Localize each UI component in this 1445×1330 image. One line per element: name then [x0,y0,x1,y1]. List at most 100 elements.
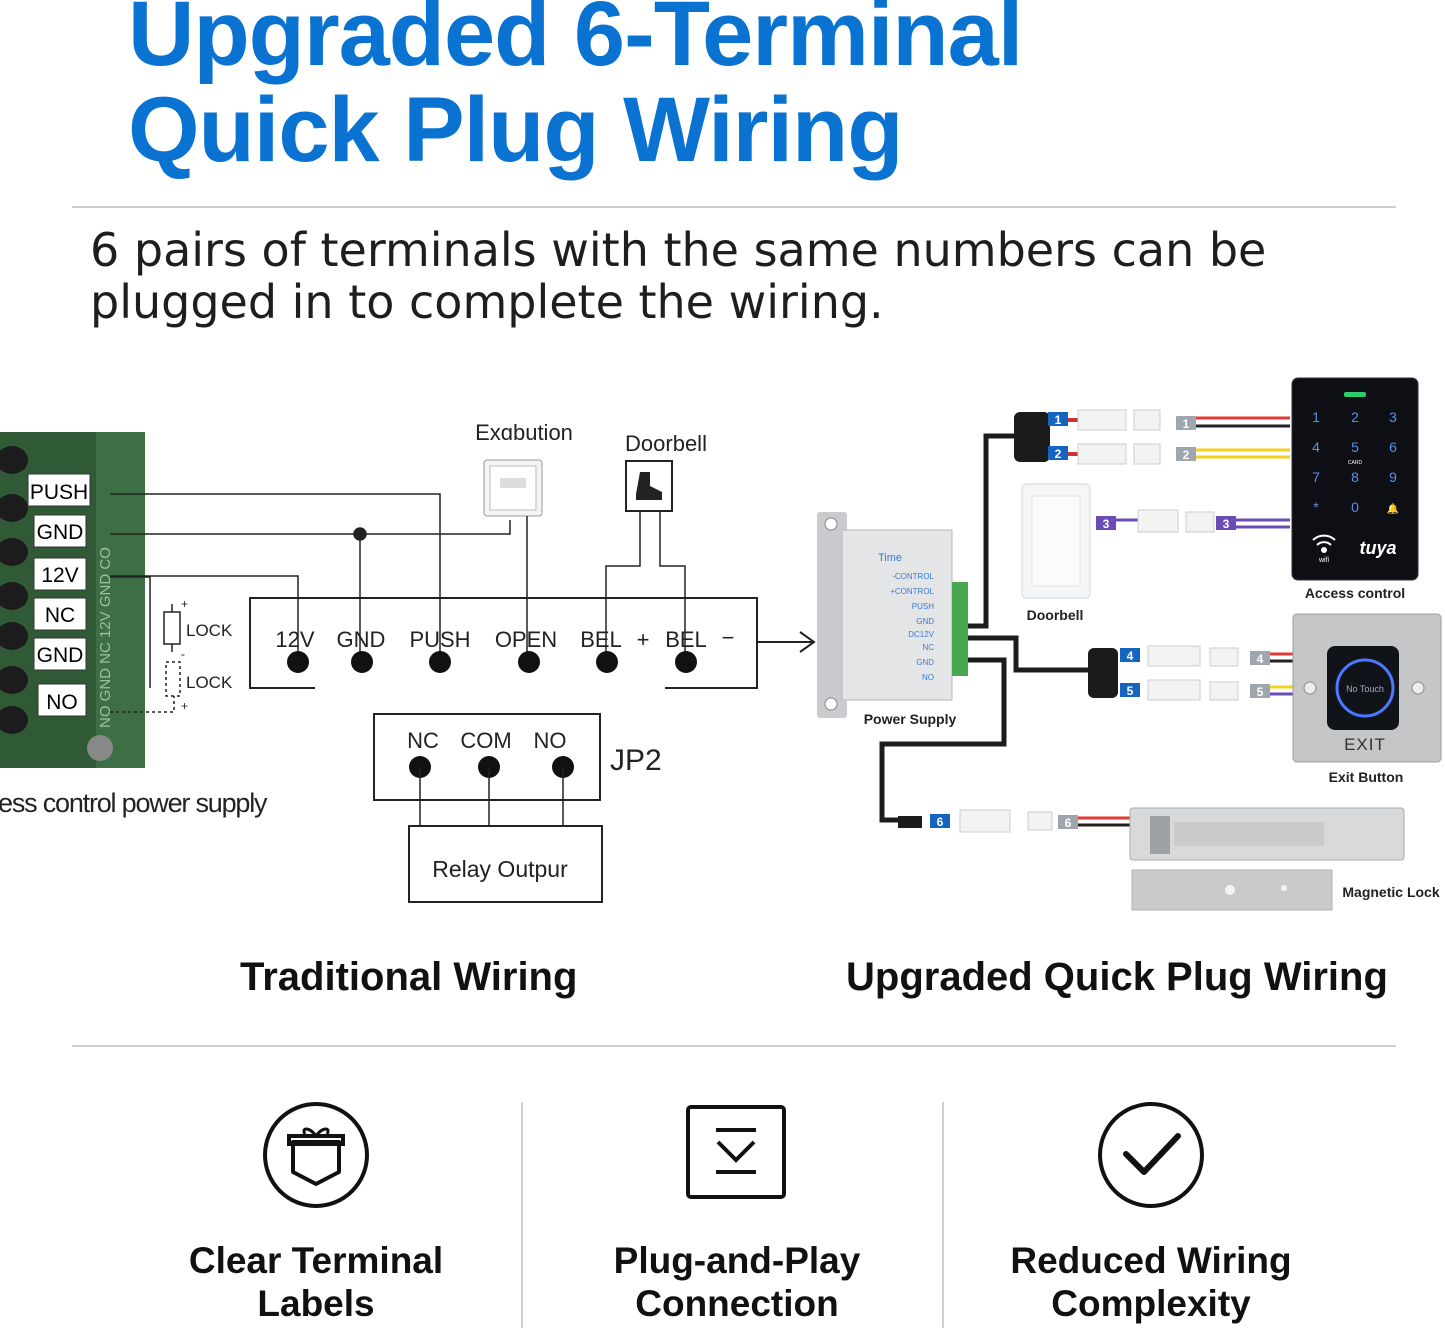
power-supply-pins: -CONTROL +CONTROL PUSH GND DC12V NC GND … [890,572,934,682]
connector-tag-1b: 1 [1183,417,1190,431]
feature-divider-1 [521,1102,523,1328]
feature-label-plug-and-play: Plug-and-Play [613,1240,861,1281]
terminal-label-bel-2: BEL [665,627,707,652]
wiring-diagram: NO GND NC 12V GND CO PUSH GND 12V NC GND… [0,377,1442,911]
connector-tag-5b: 5 [1257,685,1264,699]
connector-tag-4: 4 [1127,649,1134,663]
key-8: 8 [1351,469,1359,485]
board-side-text: NO GND NC 12V GND CO [97,547,114,728]
connector-tag-3b: 3 [1223,517,1230,531]
jp2-pin-nc: NC [407,728,439,753]
ps-pin-control-neg: -CONTROL [892,572,934,581]
connector-tag-6b: 6 [1065,816,1072,830]
key-9: 9 [1389,469,1397,485]
feature-label-labels: Labels [257,1283,375,1324]
exit-button-label-upgraded: Exit Button [1329,769,1404,785]
key-4: 4 [1312,439,1320,455]
top-divider [72,206,1396,208]
exit-button-device [483,459,543,517]
traditional-wires [110,493,686,660]
board-label-gnd-1: GND [37,521,84,544]
page-title-line-1: Upgraded 6-Terminal [128,0,1023,85]
terminal-label-minus: − [722,625,735,650]
svg-text:+: + [181,699,188,713]
terminal-label-push: PUSH [409,627,470,652]
magnetic-lock [1129,807,1405,911]
key-3: 3 [1389,409,1397,425]
key-5: 5 [1351,439,1359,455]
access-control-keypad [1291,377,1419,581]
plug-in-download-icon [686,1105,786,1199]
terminal-label-plus: + [637,627,650,652]
connector-tags: 1 2 1 2 3 3 4 5 4 5 6 6 [930,412,1270,830]
exit-button-label: Exɑbution [475,420,573,445]
power-supply-label: Power Supply [864,711,957,727]
wifi-icon [1312,534,1336,553]
jp2-label: JP2 [610,744,662,777]
magnetic-lock-label: Magnetic Lock [1342,884,1439,900]
upgraded-wiring-caption: Upgraded Quick Plug Wiring [846,955,1388,999]
keypad-wifi-label: wifi [1318,557,1330,564]
board-label-no: NO [46,691,78,714]
connector-tag-5: 5 [1127,684,1134,698]
svg-text:-: - [181,647,185,661]
exit-button-touch-text: No Touch [1346,684,1384,694]
exit-button-exit-text: EXIT [1344,735,1386,754]
gift-box-icon [263,1102,369,1208]
key-2: 2 [1351,409,1359,425]
ps-pin-push: PUSH [912,602,934,611]
board-caption: ess control power supply [0,788,268,818]
ps-pin-nc: NC [922,643,934,652]
lock-label-2: LOCK [186,673,233,692]
power-supply-brand: Time [878,552,902,564]
connector-tag-4b: 4 [1257,652,1264,666]
terminal-block [249,597,816,689]
terminal-labels: 12V GND PUSH OPEN BEL + BEL − [275,625,734,652]
access-control-label: Access control [1305,585,1405,601]
jp2-pin-com: COM [460,728,511,753]
board-label-push: PUSH [30,481,88,504]
relay-output-label: Relay Outpur [432,856,568,882]
connector-group-1-2 [1014,409,1161,465]
bottom-divider [72,1045,1396,1047]
board-label-12v: 12V [41,564,78,587]
doorbell-label-upgraded: Doorbell [1027,607,1084,623]
keypad-keys: 1 2 3 4 5 6 7 8 9 * 0 🔔 [1312,409,1399,515]
board-label-nc: NC [45,604,75,627]
page-title: Upgraded 6-Terminal Quick Plug Wiring [128,0,1023,181]
ps-pin-dc12v: DC12V [908,630,934,639]
key-star: * [1313,499,1319,515]
feature-label-connection: Connection [635,1283,839,1324]
key-bell: 🔔 [1387,503,1399,515]
connector-bodies [898,509,1239,833]
power-supply-box [817,512,968,718]
connector-tag-6: 6 [937,815,944,829]
feature-label-reduced-wiring: Reduced Wiring [1010,1240,1292,1281]
ps-pin-control-pos: +CONTROL [890,587,934,596]
doorbell-device [1021,483,1091,599]
connector-tag-1: 1 [1055,413,1062,427]
terminal-label-open: OPEN [495,627,557,652]
key-6: 6 [1389,439,1397,455]
jp2-block [373,713,603,903]
feature-reduced-complexity: Reduced Wiring Complexity [961,1100,1341,1325]
page-title-line-2: Quick Plug Wiring [128,79,903,181]
terminal-label-gnd: GND [337,627,386,652]
key-0: 0 [1351,499,1359,515]
key-7: 7 [1312,469,1320,485]
connector-tag-2b: 2 [1183,448,1190,462]
page-subtitle: 6 pairs of terminals with the same numbe… [90,223,1267,329]
colored-wires [1078,416,1296,827]
feature-label-complexity: Complexity [1051,1283,1251,1324]
feature-divider-2 [942,1102,944,1328]
ps-pin-no: NO [922,673,934,682]
lock-label-1: LOCK [186,621,233,640]
terminal-label-12v: 12V [275,627,314,652]
exit-button-plate [1292,613,1442,763]
terminal-label-bel-1: BEL [580,627,622,652]
ps-pin-gnd-2: GND [916,658,934,667]
key-1: 1 [1312,409,1320,425]
connector-tag-2: 2 [1055,447,1062,461]
keypad-brand: tuya [1359,538,1396,558]
bell-icon [625,460,673,512]
